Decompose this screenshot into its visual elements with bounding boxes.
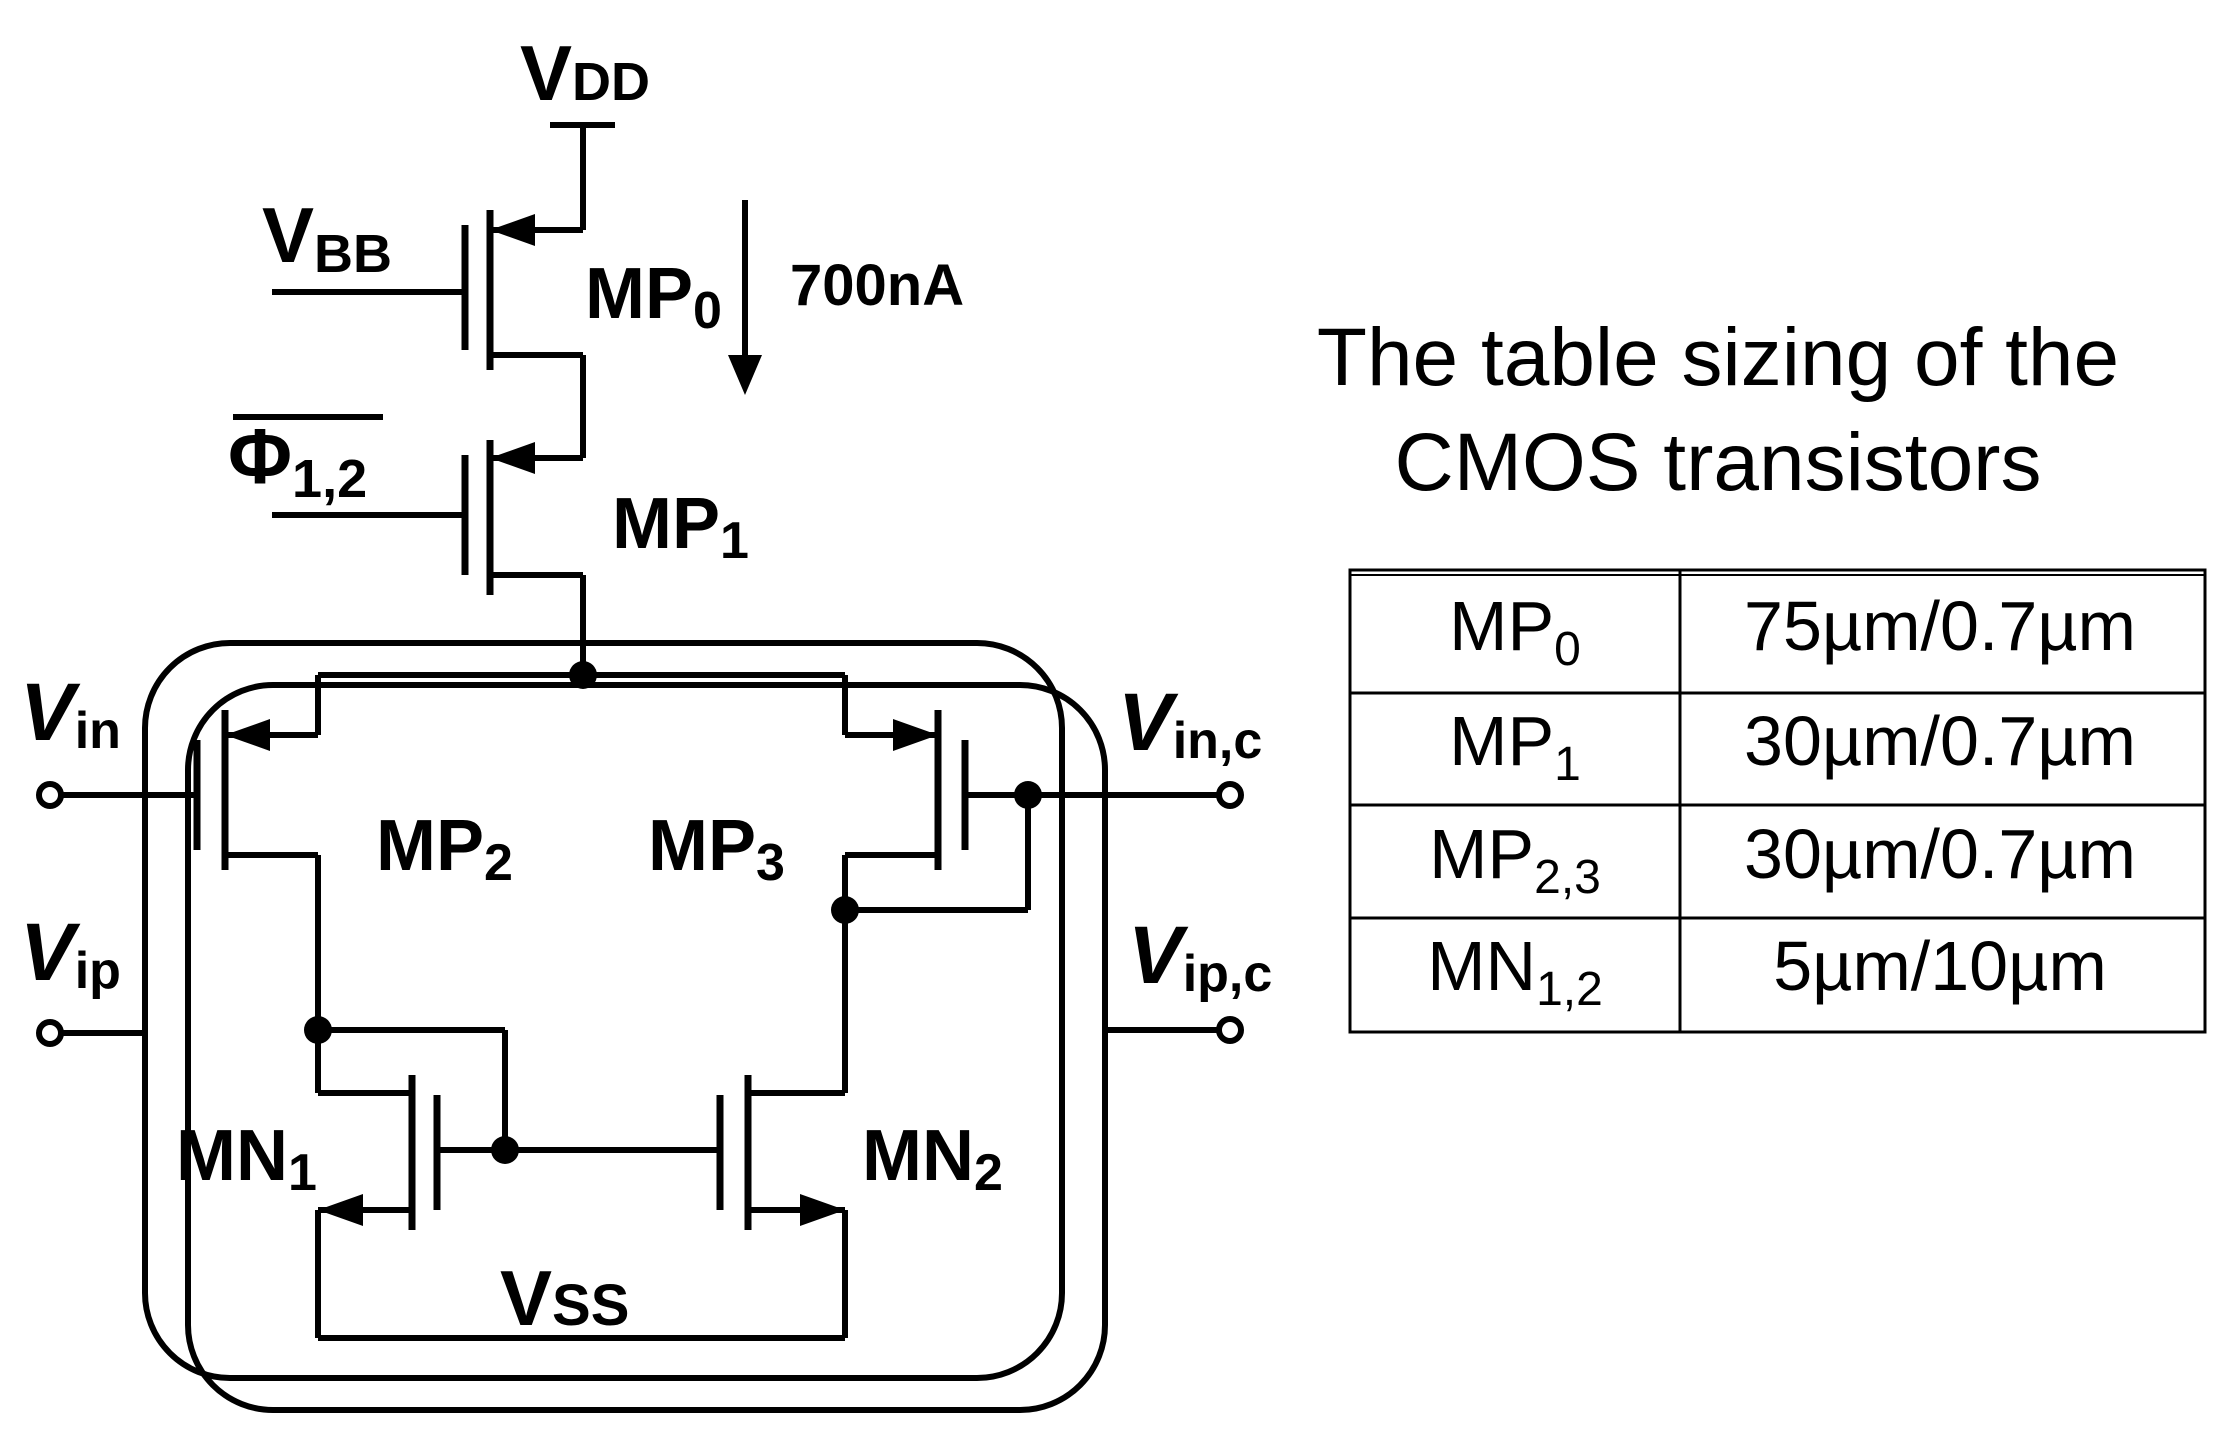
label-vinc: Vin,c: [1118, 677, 1262, 770]
outer-box-back: [185, 682, 1108, 1413]
table-title-line1: The table sizing of the: [1317, 312, 2119, 403]
label-vdd: VDD: [520, 29, 650, 117]
terminal-vipc: [1105, 1016, 1244, 1044]
label-vin: Vin: [20, 667, 121, 760]
current-arrow: [728, 200, 762, 395]
table-cell-size: 30µm/0.7µm: [1744, 702, 2136, 780]
label-vss: VSS: [500, 1254, 629, 1342]
table-cell-name: MP2,3: [1429, 815, 1601, 904]
terminal-vip: [36, 1019, 145, 1047]
table-cell-size: 30µm/0.7µm: [1744, 815, 2136, 893]
label-mn2: MN2: [862, 1116, 1003, 1202]
table-row: MP2,3 30µm/0.7µm: [1429, 815, 2136, 904]
table-cell-size: 5µm/10µm: [1773, 927, 2107, 1005]
vdd-rail: [550, 122, 615, 230]
label-phi: Φ1,2: [228, 412, 367, 509]
label-mp3: MP3: [648, 806, 785, 892]
label-current: 700nA: [790, 253, 964, 318]
label-vipc: Vip,c: [1128, 910, 1272, 1003]
terminal-vin: [36, 781, 64, 809]
label-mp2: MP2: [376, 806, 513, 892]
label-mn1: MN1: [176, 1116, 317, 1202]
table-cell-name: MN1,2: [1427, 927, 1603, 1016]
label-vip: Vip: [20, 907, 121, 1000]
table-title-line2: CMOS transistors: [1395, 417, 2042, 508]
transistor-mp0: [272, 210, 586, 458]
label-mp0: MP0: [585, 254, 722, 340]
transistor-mp1: [272, 440, 586, 675]
outer-box-front: [142, 640, 1065, 1381]
sizing-table: [1348, 568, 2207, 1034]
label-mp1: MP1: [612, 484, 749, 570]
table-row: MP1 30µm/0.7µm: [1449, 702, 2136, 791]
table-cell-name: MP0: [1449, 587, 1581, 676]
table-row: MP0 75µm/0.7µm: [1449, 587, 2136, 676]
table-row: MN1,2 5µm/10µm: [1427, 927, 2107, 1016]
table-cell-size: 75µm/0.7µm: [1744, 587, 2136, 665]
diff-pair-wiring: [50, 643, 1230, 1341]
table-cell-name: MP1: [1449, 702, 1581, 791]
label-vbb: VBB: [262, 191, 392, 284]
terminal-vinc: [1216, 781, 1244, 809]
